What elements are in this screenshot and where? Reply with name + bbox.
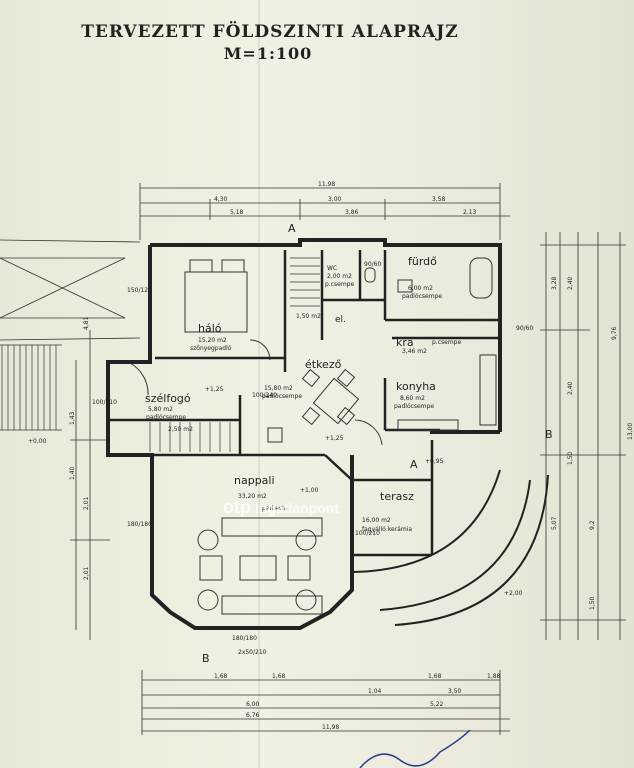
dim-bottom: 1,68 <box>428 673 442 680</box>
dim-bottom: 5,22 <box>430 701 444 708</box>
room-label-nappali: nappali <box>234 474 275 487</box>
opening-label: 100/210 <box>92 399 117 406</box>
section-mark: B <box>202 652 210 665</box>
dim-right: 1,50 <box>567 451 574 465</box>
dim-right: 13,00 <box>627 423 634 440</box>
level-marker: +1,00 <box>300 487 319 494</box>
dim-right: 9,2 <box>589 520 596 530</box>
level-marker: +2,00 <box>504 590 523 597</box>
room-label-konyha: konyha <box>396 380 436 393</box>
dim-top: 2,13 <box>463 209 477 216</box>
level-marker: +1,25 <box>205 386 224 393</box>
room-floor-halo: szőnyegpadló <box>190 345 232 352</box>
room-floor-szelfogo: padlócsempe <box>146 414 186 421</box>
room-floor-wc: p.csempe <box>325 281 354 288</box>
dim-left: 2,01 <box>83 496 90 510</box>
dim-top: 3,86 <box>345 209 359 216</box>
dim-left: 2,01 <box>83 566 90 580</box>
room-area-nappali: 33,20 m2 <box>238 493 267 500</box>
room-label-kamra: kra <box>396 336 414 349</box>
dim-top: 3,58 <box>432 196 446 203</box>
paper-fold <box>258 0 260 768</box>
dim-bottom: 3,50 <box>448 688 462 695</box>
dim-bottom: 6,76 <box>246 712 260 719</box>
dim-top: 11,98 <box>318 181 335 188</box>
room-area-wc: 2,00 m2 <box>327 273 352 280</box>
dim-right: 2,40 <box>567 381 574 395</box>
room-label-etkezo: étkező <box>305 358 342 371</box>
room-area-kamra: 3,46 m2 <box>402 348 427 355</box>
watermark-text: ingatlanpont <box>254 499 339 516</box>
level-marker: +0,95 <box>425 458 444 465</box>
room-area-furdo: 6,00 m2 <box>408 285 433 292</box>
dim-bottom: 1,88 <box>487 673 501 680</box>
dim-bottom: 1,68 <box>214 673 228 680</box>
opening-label: 90/60 <box>516 325 533 332</box>
dim-left: 1,40 <box>69 466 76 480</box>
room-label-halo: háló <box>198 322 222 335</box>
plan-title: TERVEZETT FÖLDSZINTI ALAPRAJZ <box>81 22 459 42</box>
dim-right: 3,28 <box>551 276 558 290</box>
dim-bottom: 1,04 <box>368 688 382 695</box>
room-label-szelfogo: szélfogó <box>145 392 191 405</box>
level-marker: +1,25 <box>325 435 344 442</box>
section-mark: A <box>288 222 296 235</box>
opening-label: 100/240 <box>252 392 277 399</box>
dim-right: 1,50 <box>589 596 596 610</box>
opening-label: 180/180 <box>232 635 257 642</box>
opening-label: 180/180 <box>127 521 152 528</box>
dim-right: 5,07 <box>551 516 558 530</box>
section-mark: A <box>410 458 418 471</box>
room-floor-kamra: p.csempe <box>432 339 461 346</box>
room-floor-furdo: padlócsempe <box>402 293 442 300</box>
room-floor-konyha: padlócsempe <box>394 403 434 410</box>
dim-right: 2,40 <box>567 276 574 290</box>
watermark: otp ingatlanpont <box>223 497 339 518</box>
dim-bottom: 6,00 <box>246 701 260 708</box>
room-area-lepcso: 2,50 m2 <box>168 426 193 433</box>
dim-top: 3,00 <box>328 196 342 203</box>
room-label-furdo: fürdő <box>408 255 437 268</box>
room-area-etkezo: 15,80 m2 <box>264 385 293 392</box>
room-floor-nappali: parketta <box>262 505 288 512</box>
room-label-wc: WC <box>327 265 337 272</box>
level-marker: +0,00 <box>28 438 47 445</box>
room-floor-etkezo: padlócsempe <box>262 393 302 400</box>
opening-label: 90/60 <box>364 261 381 268</box>
room-label-eloter: el. <box>335 315 346 325</box>
room-area-halo: 15,20 m2 <box>198 337 227 344</box>
plan-scale: M=1:100 <box>223 44 313 63</box>
dim-top: 5,18 <box>230 209 244 216</box>
opening-label: 150/120 <box>127 287 152 294</box>
dim-left: 4,81 <box>83 316 90 330</box>
dim-bottom: 11,98 <box>322 724 339 731</box>
room-area-terasz: 16,00 m2 <box>362 517 391 524</box>
opening-label: 100/210 <box>355 530 380 537</box>
signature-scribble <box>359 729 471 768</box>
dim-bottom: 1,68 <box>272 673 286 680</box>
room-area-konyha: 8,60 m2 <box>400 395 425 402</box>
dim-right: 9,76 <box>611 326 618 340</box>
room-floor-terasz: fagyálló kerámia <box>362 526 412 533</box>
otp-logo: otp <box>223 497 251 517</box>
opening-label: 2x50/210 <box>238 649 267 656</box>
dim-top: 4,30 <box>214 196 228 203</box>
room-area-szelfogo: 5,80 m2 <box>148 406 173 413</box>
room-label-terasz: terasz <box>380 490 414 503</box>
room-area-eloter: 1,50 m2 <box>296 313 321 320</box>
dim-left: 1,43 <box>69 411 76 425</box>
section-mark: B <box>545 428 553 441</box>
